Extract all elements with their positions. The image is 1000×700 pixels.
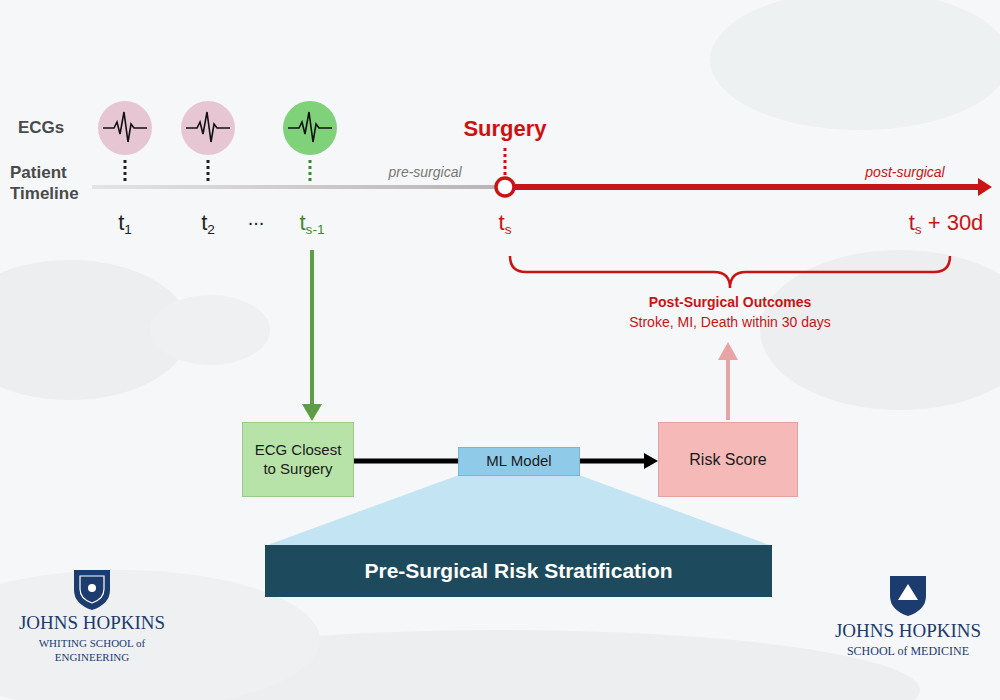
phase-label: pre-surgical <box>388 164 461 180</box>
arrow-head <box>302 404 322 421</box>
arrow-head <box>978 178 992 196</box>
surgeon-shape <box>710 0 1000 130</box>
arrow-head <box>718 342 738 360</box>
university-shield <box>74 570 110 610</box>
ecg-icon <box>98 101 152 155</box>
outcome-brace <box>510 256 950 288</box>
prediction-arrow <box>726 358 730 420</box>
time-label: t1 <box>118 210 132 236</box>
node-text: Risk Score <box>689 450 766 470</box>
outcome-list: Stroke, MI, Death within 30 days <box>629 314 831 330</box>
time-label: ts <box>499 210 512 236</box>
selection-arrow <box>310 250 314 406</box>
university-shield <box>890 576 926 616</box>
time-label: ts-1 <box>299 210 324 236</box>
outcome-heading: Post-Surgical Outcomes <box>649 294 812 310</box>
ecg-icon <box>181 101 235 155</box>
tick-line <box>309 160 312 182</box>
input-box: ECG Closest to Surgery <box>242 422 354 497</box>
phase-label: post-surgical <box>865 164 944 180</box>
tick-line <box>124 160 127 182</box>
output-box: Risk Score <box>658 422 798 497</box>
glove-shape <box>760 250 1000 410</box>
row-label: ECGs <box>18 118 64 138</box>
connector <box>580 453 658 469</box>
node-text: ML Model <box>486 452 551 471</box>
surgery-marker <box>496 178 514 196</box>
row-label: Patient Timeline <box>10 162 100 204</box>
tick-line <box>207 160 210 182</box>
timeline-pre <box>92 185 497 189</box>
logo-subtext: SCHOOL of MEDICINE <box>847 644 969 659</box>
logo-subtext: WHITING SCHOOL of ENGINEERING <box>32 636 152 664</box>
timeline-post <box>510 184 978 190</box>
time-label: t2 <box>201 210 215 236</box>
glove-shape <box>150 295 270 365</box>
ecg-icon <box>283 101 337 155</box>
ellipsis: ... <box>248 207 265 230</box>
title-band: Pre-Surgical Risk Stratification <box>265 545 772 597</box>
logo-text: JOHNS HOPKINS <box>835 620 981 642</box>
model-box: ML Model <box>458 447 580 476</box>
node-text: ECG Closest to Surgery <box>251 441 345 479</box>
time-label: ts + 30d <box>909 210 984 236</box>
tick-line <box>504 148 507 176</box>
logo-text: JOHNS HOPKINS <box>19 612 165 634</box>
event-label: Surgery <box>463 116 546 142</box>
connector <box>354 461 458 462</box>
node-text: Pre-Surgical Risk Stratification <box>364 558 672 584</box>
